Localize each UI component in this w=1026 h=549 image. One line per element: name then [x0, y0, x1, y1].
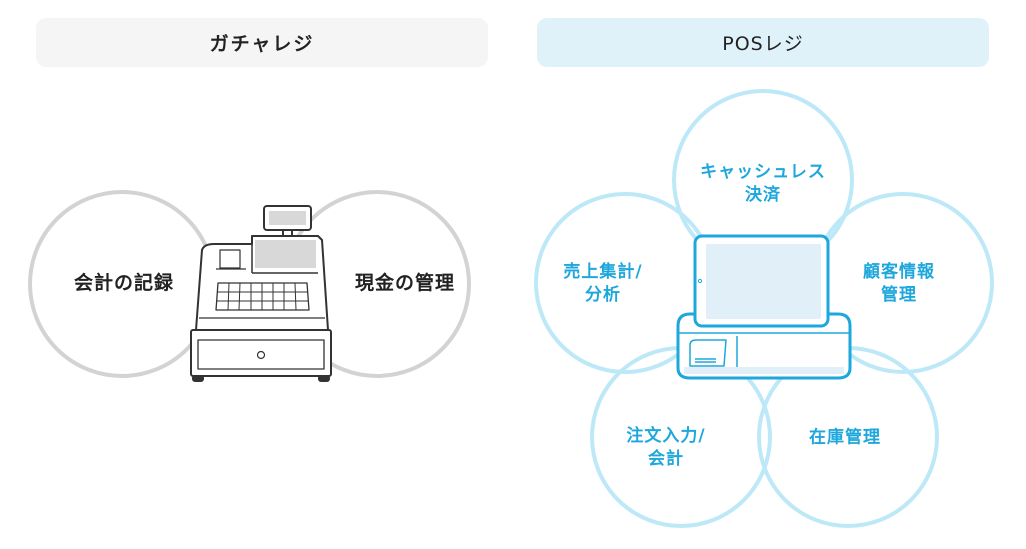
pos-function-order-entry: 注文入力/ 会計: [626, 425, 705, 471]
tablet-pos-terminal-icon: [676, 234, 852, 380]
pos-function-cashless: キャッシュレス 決済: [700, 161, 826, 207]
pos-function-customer-info: 顧客情報 管理: [863, 261, 935, 307]
pos-function-sales-analysis: 売上集計/ 分析: [563, 261, 642, 307]
pos-function-inventory-line1: 在庫管理: [809, 427, 881, 448]
gacha-function-cash-management: 現金の管理: [354, 272, 456, 295]
pos-register-header: POSレジ: [537, 18, 989, 67]
gacha-register-header: ガチャレジ: [36, 18, 488, 67]
pos-function-inventory: 在庫管理: [809, 427, 881, 450]
pos-function-order-entry-line1: 注文入力/: [626, 426, 706, 447]
pos-function-customer-info-line1: 顧客情報: [863, 262, 935, 283]
pos-function-cashless-line2: 決済: [744, 185, 781, 205]
gacha-register-title: ガチャレジ: [209, 33, 315, 55]
pos-function-customer-info-line2: 管理: [881, 285, 917, 305]
pos-register-title: POSレジ: [722, 33, 804, 55]
cash-register-icon: [190, 205, 332, 382]
pos-function-order-entry-line2: 会計: [648, 449, 684, 469]
pos-function-cashless-line1: キャッシュレス: [700, 162, 826, 183]
gacha-function-accounting-record: 会計の記録: [73, 272, 175, 295]
pos-function-sales-analysis-line2: 分析: [585, 285, 621, 305]
pos-function-sales-analysis-line1: 売上集計/: [563, 262, 643, 283]
